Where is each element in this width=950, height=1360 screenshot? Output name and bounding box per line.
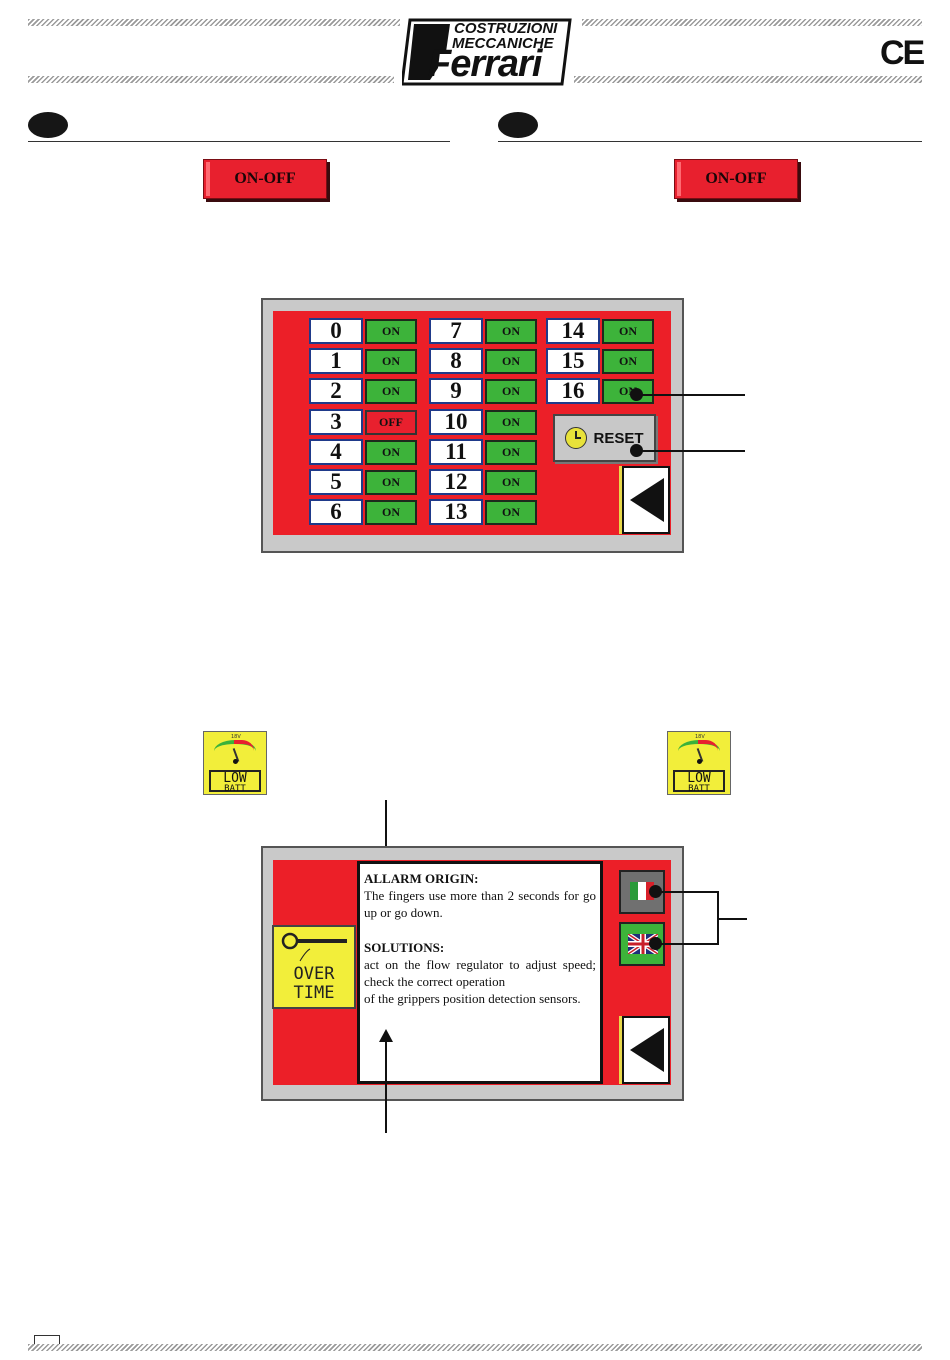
back-arrow-icon <box>630 478 664 522</box>
on-off-button-right[interactable]: ON-OFF <box>674 159 798 199</box>
ce-mark: CE <box>880 34 925 72</box>
alarm-origin-text: The fingers use more than 2 seconds for … <box>364 888 596 921</box>
alarm-text-pane: ALLARM ORIGIN: The fingers use more than… <box>357 861 603 1084</box>
key-icon <box>281 932 347 962</box>
station-toggle-button[interactable]: ON <box>365 319 417 344</box>
callout-line-station <box>637 394 745 396</box>
low-battery-icon-right: 18V LOW BATT <box>667 731 731 795</box>
callout-dot-italian <box>649 885 662 898</box>
section-marker-left <box>28 112 68 138</box>
station-toggle-button[interactable]: ON <box>485 349 537 374</box>
back-button[interactable] <box>622 466 670 534</box>
station-toggle-button[interactable]: ON <box>485 500 537 525</box>
section-marker-right <box>498 112 538 138</box>
station-number: 11 <box>429 439 483 465</box>
gauge-arc-red <box>698 740 718 758</box>
gauge-arc-red <box>234 740 254 758</box>
back-button[interactable] <box>622 1016 670 1084</box>
header-rule-left-bottom <box>28 76 394 83</box>
station-number: 4 <box>309 439 363 465</box>
station-number: 12 <box>429 469 483 495</box>
station-number: 8 <box>429 348 483 374</box>
callout-line-italian <box>656 891 718 893</box>
callout-arrow-origin <box>385 800 387 860</box>
callout-dot-english <box>649 937 662 950</box>
station-toggle-button[interactable]: ON <box>602 349 654 374</box>
batt-label: BATT <box>688 784 710 794</box>
callout-dot-station <box>630 388 643 401</box>
station-number: 1 <box>309 348 363 374</box>
section-rule-left <box>28 141 450 142</box>
station-toggle-button[interactable]: ON <box>365 500 417 525</box>
gauge-pivot <box>697 759 702 764</box>
station-number: 15 <box>546 348 600 374</box>
station-toggle-button[interactable]: ON <box>485 470 537 495</box>
ferrari-logo: COSTRUZIONI MECCANICHE Ferrari <box>400 18 572 86</box>
on-off-label: ON-OFF <box>705 170 767 187</box>
station-toggle-button[interactable]: ON <box>485 410 537 435</box>
alarm-origin-heading: ALLARM ORIGIN: <box>364 871 479 886</box>
on-off-label: ON-OFF <box>234 170 296 187</box>
station-toggle-button[interactable]: ON <box>365 379 417 404</box>
low-label: LOW <box>223 771 247 786</box>
station-toggle-button[interactable]: ON <box>602 319 654 344</box>
header-rule-left-top <box>28 19 400 26</box>
callout-line-english <box>656 943 718 945</box>
footer-rule <box>28 1344 922 1351</box>
batt-label: BATT <box>224 784 246 794</box>
station-toggle-button[interactable]: ON <box>365 470 417 495</box>
logo-brand: Ferrari <box>428 43 542 85</box>
over-time-icon: OVER TIME <box>272 925 356 1009</box>
station-number: 16 <box>546 378 600 404</box>
station-number: 5 <box>309 469 363 495</box>
over-time-label: OVER TIME <box>274 965 354 1003</box>
back-arrow-icon <box>630 1028 664 1072</box>
gauge-pivot <box>233 759 238 764</box>
section-rule-right <box>498 141 922 142</box>
solutions-text-1: act on the flow regulator to adjust spee… <box>364 956 596 990</box>
gauge-label: 18V <box>695 734 705 740</box>
callout-line-reset <box>637 450 745 452</box>
station-toggle-button[interactable]: ON <box>485 319 537 344</box>
station-number: 3 <box>309 409 363 435</box>
station-number: 2 <box>309 378 363 404</box>
station-toggle-button[interactable]: OFF <box>365 410 417 435</box>
callout-line-language <box>717 918 747 920</box>
callout-arrow-solutions <box>385 1040 387 1133</box>
station-number: 6 <box>309 499 363 525</box>
callout-dot-reset <box>630 444 643 457</box>
station-toggle-button[interactable]: ON <box>602 379 654 404</box>
station-toggle-button[interactable]: ON <box>365 440 417 465</box>
header-rule-right-bottom <box>574 76 922 83</box>
low-batt-box: LOW BATT <box>209 770 261 794</box>
logo-line1: COSTRUZIONI <box>454 20 558 37</box>
clock-icon <box>565 427 588 449</box>
low-batt-box: LOW BATT <box>673 770 725 794</box>
low-battery-icon-left: 18V LOW BATT <box>203 731 267 795</box>
header-rule-right-top <box>582 19 922 26</box>
station-number: 0 <box>309 318 363 344</box>
over-label: OVER <box>293 964 335 984</box>
station-number: 14 <box>546 318 600 344</box>
station-toggle-button[interactable]: ON <box>365 349 417 374</box>
solutions-text-2: of the grippers position detection senso… <box>364 991 581 1007</box>
arrow-head-up-icon <box>379 1029 393 1042</box>
page-number-box <box>34 1335 60 1350</box>
logo-line2: MECCANICHE <box>452 35 554 52</box>
station-number: 9 <box>429 378 483 404</box>
solutions-heading: SOLUTIONS: <box>364 939 445 955</box>
station-toggle-button[interactable]: ON <box>485 440 537 465</box>
low-label: LOW <box>687 771 711 786</box>
station-number: 7 <box>429 318 483 344</box>
gauge-label: 18V <box>231 734 241 740</box>
reset-label: RESET <box>593 429 644 447</box>
time-label: TIME <box>293 983 335 1003</box>
station-toggle-button[interactable]: ON <box>485 379 537 404</box>
station-number: 13 <box>429 499 483 525</box>
station-number: 10 <box>429 409 483 435</box>
on-off-button-left[interactable]: ON-OFF <box>203 159 327 199</box>
